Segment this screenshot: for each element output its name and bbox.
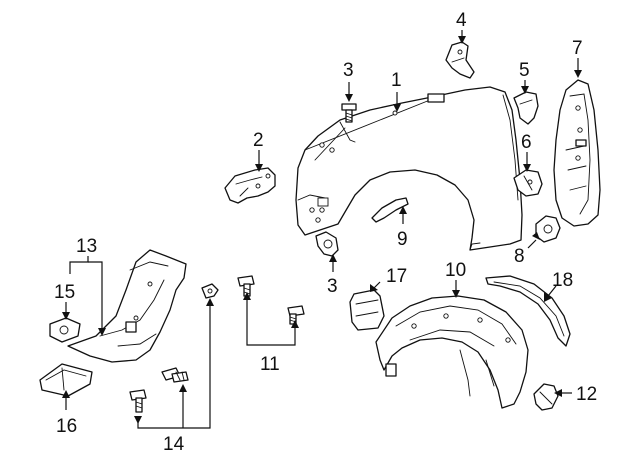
callout-3-upper: 3 xyxy=(343,60,354,81)
callout-13: 13 xyxy=(76,236,97,257)
part-16-module[interactable] xyxy=(39,363,93,397)
part-9-moulding[interactable] xyxy=(371,197,409,223)
part-3-bolt-lower[interactable] xyxy=(315,231,339,257)
callout-1: 1 xyxy=(391,70,402,91)
callout-6: 6 xyxy=(521,132,532,153)
part-14-screws[interactable] xyxy=(129,283,219,413)
callout-5: 5 xyxy=(519,60,530,81)
part-10-liner[interactable] xyxy=(375,295,529,409)
callout-10: 10 xyxy=(445,260,466,281)
callout-7: 7 xyxy=(572,38,583,59)
callout-9: 9 xyxy=(397,229,408,250)
callout-labels: 1 2 3 3 4 5 6 7 8 9 10 11 12 13 14 15 16… xyxy=(54,10,597,455)
part-4-clip[interactable] xyxy=(445,41,475,79)
callout-8: 8 xyxy=(514,246,525,267)
part-3-bolt-upper[interactable] xyxy=(341,103,357,123)
part-8-nut[interactable] xyxy=(535,215,561,243)
part-12-clip[interactable] xyxy=(533,383,559,411)
part-18-moulding[interactable] xyxy=(485,275,571,347)
part-5-bracket[interactable] xyxy=(513,91,539,125)
part-6-bracket[interactable] xyxy=(513,169,543,197)
part-7-support[interactable] xyxy=(553,79,601,227)
callout-15: 15 xyxy=(54,282,75,303)
callout-17: 17 xyxy=(386,266,407,287)
part-11-screws[interactable] xyxy=(237,275,305,325)
part-17-module[interactable] xyxy=(349,289,385,331)
callout-4: 4 xyxy=(456,10,467,31)
callout-14: 14 xyxy=(163,434,185,455)
callout-11: 11 xyxy=(260,354,280,375)
leader-lines xyxy=(62,30,582,429)
callout-12: 12 xyxy=(576,384,597,405)
callout-16: 16 xyxy=(56,416,77,437)
callout-18: 18 xyxy=(552,270,573,291)
part-13-liner[interactable] xyxy=(67,249,187,363)
part-1-fender[interactable] xyxy=(295,86,523,251)
callout-2: 2 xyxy=(253,130,264,151)
part-15-nut-plate[interactable] xyxy=(49,317,81,343)
part-2-bracket[interactable] xyxy=(224,167,276,204)
callout-3-lower: 3 xyxy=(327,276,338,297)
